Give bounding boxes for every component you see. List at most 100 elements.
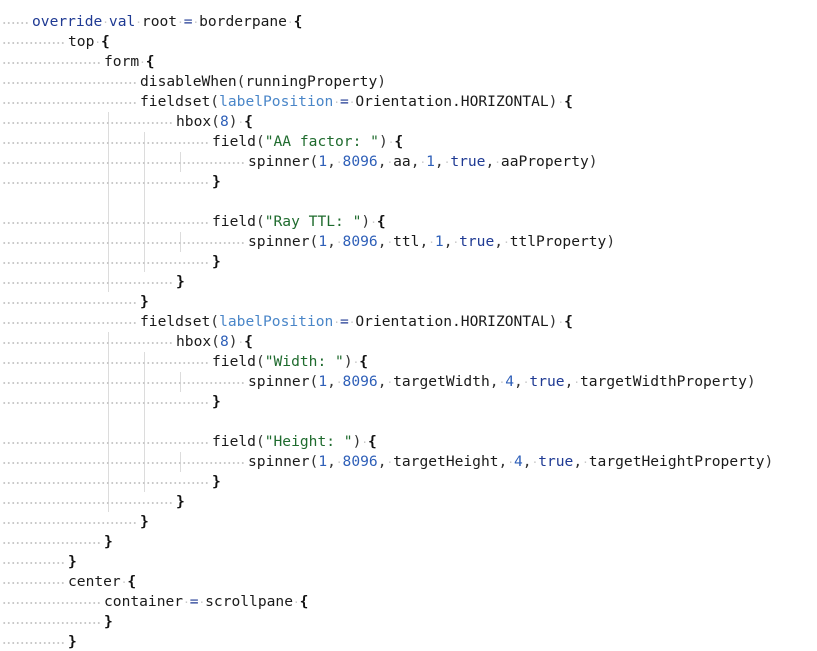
code-token: ( [210,313,220,330]
code-token: top [68,33,95,50]
code-token: 1 [318,233,328,250]
whitespace-marker [2,52,100,73]
code-token: } [104,533,113,550]
code-token: · [386,456,394,469]
code-line[interactable]: spinner(1,·8096,·aa,·1,·true,·aaProperty… [248,152,598,172]
code-token: val [108,13,136,30]
code-token: , [564,373,574,390]
code-token: ) [548,93,558,110]
code-line[interactable]: } [68,632,77,651]
code-token: override [32,13,103,30]
code-token: root [141,13,178,30]
code-line[interactable]: } [176,272,185,292]
code-line[interactable]: field("Width: ")·{ [212,352,368,372]
whitespace-marker [2,232,244,253]
code-token: · [198,596,206,609]
code-token: , [489,373,499,390]
code-line[interactable]: fieldset(labelPosition·=·Orientation.HOR… [140,312,573,332]
code-token: spinner [248,233,310,250]
code-line[interactable]: } [212,252,221,272]
whitespace-marker [2,212,208,233]
indent-guide [144,132,145,272]
code-token: ) [228,113,238,130]
code-line[interactable]: } [68,552,77,572]
code-token: { [127,573,137,590]
code-token: scrollpane [205,593,293,610]
code-token: · [102,16,109,29]
code-token: ) [746,373,756,390]
code-token: aa [393,153,411,170]
code-token: , [377,153,387,170]
indent-guide [108,112,109,292]
code-token: , [377,453,387,470]
code-line[interactable]: override·val·root·=·borderpane·{ [32,12,302,32]
code-token: field [212,433,256,450]
code-token: 8 [219,333,229,350]
code-line[interactable]: } [212,472,221,492]
code-line[interactable]: hbox(8)·{ [176,332,253,352]
code-token: ( [255,133,265,150]
code-line[interactable]: container·=·scrollpane·{ [104,592,308,612]
code-line[interactable]: field("AA factor: ")·{ [212,132,403,152]
code-token: targetHeight [393,453,499,470]
code-token: 8096 [342,373,378,390]
code-line[interactable]: } [140,292,149,312]
code-token: ( [236,73,246,90]
code-token: "Ray TTL: " [264,213,362,230]
code-token: 4 [513,453,523,470]
whitespace-marker [2,312,136,333]
code-token: ( [211,333,220,350]
code-line[interactable]: } [212,172,221,192]
code-token: } [140,293,149,310]
code-line[interactable]: } [176,492,185,512]
code-token: 8096 [342,153,378,170]
code-token: { [564,93,573,110]
whitespace-marker [2,492,172,513]
code-token: 1 [318,373,328,390]
code-line[interactable]: } [140,512,149,532]
whitespace-marker [2,592,100,613]
code-token: } [68,633,77,650]
code-token: hbox [176,333,212,350]
code-line[interactable]: spinner(1,·8096,·ttl,·1,·true,·ttlProper… [248,232,615,252]
code-line[interactable]: center·{ [68,572,136,592]
code-token: · [503,236,510,249]
code-token: ( [309,453,319,470]
code-line[interactable]: hbox(8)·{ [176,112,253,132]
code-token: · [507,456,514,469]
code-token: { [299,593,309,610]
code-line[interactable]: spinner(1,·8096,·targetWidth,·4,·true,·t… [248,372,756,392]
code-token: · [386,156,394,169]
code-token: Orientation.HORIZONTAL [355,93,549,110]
code-token: · [139,56,146,69]
code-line[interactable]: disableWhen(runningProperty) [140,72,386,92]
code-line[interactable]: } [212,392,221,412]
indent-guide [180,152,181,172]
code-line[interactable]: fieldset(labelPosition·=·Orientation.HOR… [140,92,573,112]
code-line[interactable]: top·{ [68,32,110,52]
code-token: true [450,153,486,170]
code-token: { [145,53,155,70]
code-line[interactable]: } [104,612,113,632]
code-token: ( [210,93,220,110]
code-token: 1 [426,153,435,170]
code-token: , [419,233,429,250]
code-line[interactable]: spinner(1,·8096,·targetHeight,·4,·true,·… [248,452,773,472]
code-token: { [394,133,404,150]
code-token: labelPosition [219,93,334,110]
code-token: , [498,453,508,470]
code-token: spinner [248,153,310,170]
whitespace-marker [2,92,136,113]
code-token: labelPosition [219,313,334,330]
code-line[interactable]: form·{ [104,52,155,72]
code-token: , [513,373,523,390]
code-token: , [377,373,387,390]
code-token: · [183,596,190,609]
code-token: } [104,613,113,630]
code-line[interactable]: field("Ray TTL: ")·{ [212,212,386,232]
code-line[interactable]: } [104,532,113,552]
code-token: ) [588,153,598,170]
code-token: } [68,553,77,570]
code-line[interactable]: field("Height: ")·{ [212,432,377,452]
